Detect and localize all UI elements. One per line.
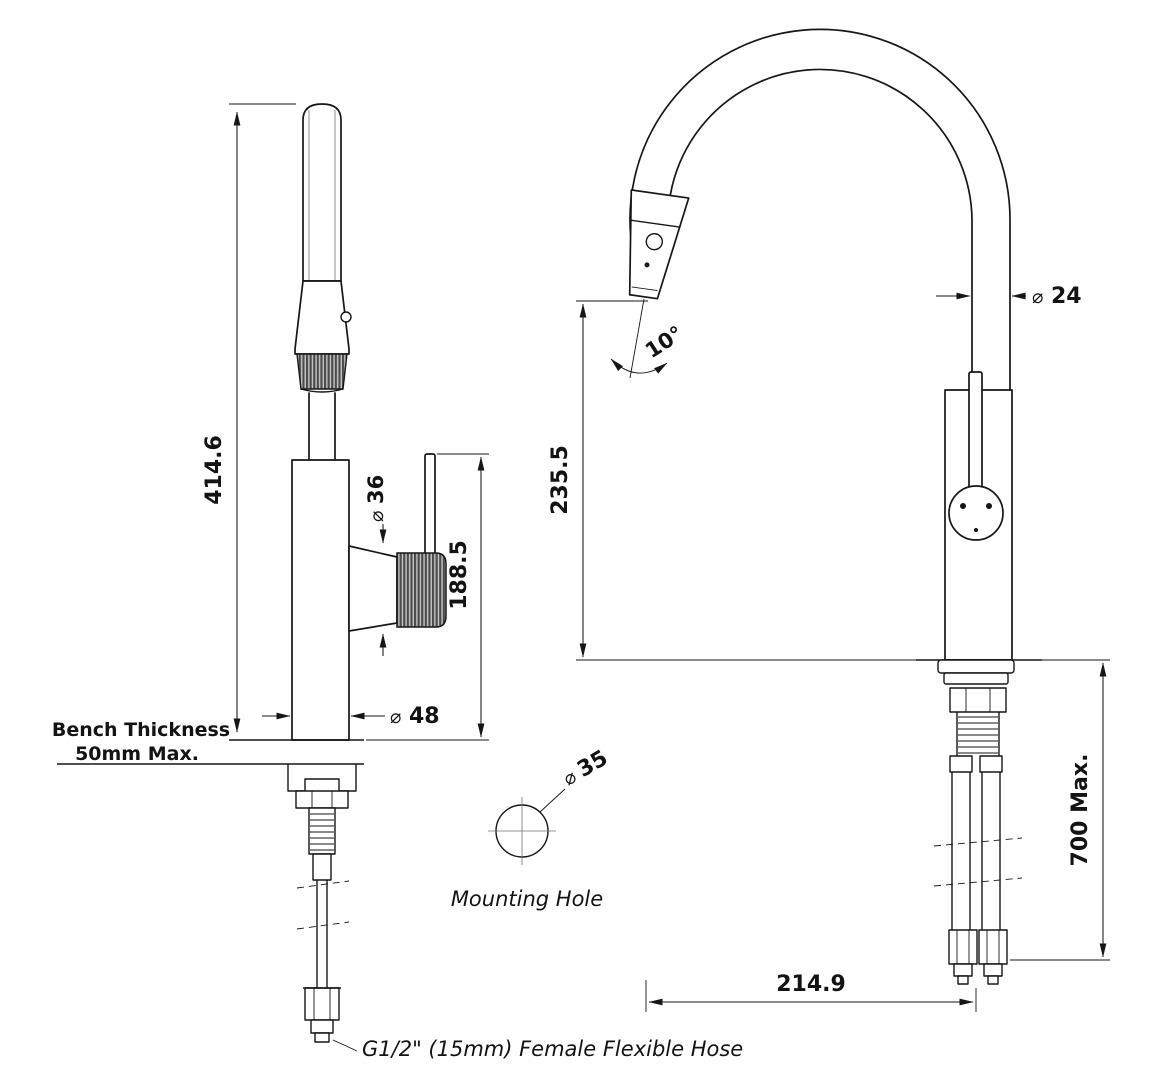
hose-break-line-upper [296, 880, 350, 889]
diameter-icon: ⌀ [366, 511, 388, 522]
gooseneck-inner [667, 68, 973, 392]
dim-spout-reach-value: 214.9 [776, 972, 846, 997]
mounting-hole-leader [539, 788, 566, 813]
dimension-spout-reach: 214.9 [645, 972, 977, 1012]
faucet-body [291, 459, 350, 741]
handle-knurl [396, 552, 447, 628]
dim-spout-height-value: 235.5 [548, 445, 573, 515]
spray-head-dot [644, 262, 650, 268]
hose-note-label: G1/2" (15mm) Female Flexible Hose [362, 1037, 743, 1061]
front-view: 10° [548, 28, 1110, 1012]
front-handle-rod [968, 371, 983, 493]
diameter-icon: ⌀ [1032, 286, 1043, 308]
bench-thickness-label-line2: 50mm Max. [75, 743, 199, 765]
spray-button [340, 311, 352, 323]
dim-overall-height-value: 414.6 [202, 435, 227, 505]
hose-end-nut-right [978, 929, 1008, 985]
handle-branch [348, 545, 398, 632]
spray-head [628, 189, 690, 300]
spray-nozzle-edge [300, 388, 344, 393]
dim-branch-diameter-value: 36 [364, 475, 388, 504]
dim-spout-diameter-value: 24 [1051, 284, 1082, 309]
dimension-overall-height: 414.6 [202, 103, 296, 733]
dimension-spout-diameter: ⌀ 24 [936, 284, 1082, 309]
dimension-spout-height: 235.5 [548, 300, 648, 658]
dim-handle-height-value: 188.5 [447, 540, 472, 610]
spray-cone [294, 280, 350, 355]
thread-lines [310, 813, 334, 851]
front-handle-knob [948, 485, 1004, 541]
bench-thickness-label-line1: Bench Thickness [52, 719, 230, 741]
thread-lines [958, 716, 998, 754]
spray-head-seam [630, 219, 680, 228]
dim-below-bench-value: 700 Max. [1068, 754, 1093, 867]
hose-label-leader [332, 1039, 358, 1052]
spray-head-nozzle-line [631, 286, 658, 292]
hose-break-line-upper [933, 837, 1023, 847]
dim-spray-angle-value: 10° [641, 321, 687, 363]
dim-body-diameter-value: 48 [409, 704, 440, 729]
diameter-icon: ⌀ [390, 706, 401, 728]
dimension-body-diameter: ⌀ 48 [262, 704, 440, 729]
dimension-branch-diameter: ⌀ 36 [364, 475, 388, 656]
side-mounting-hardware [287, 764, 358, 1052]
dimension-handle-height: 188.5 [366, 453, 489, 741]
hose-end-nut-left [948, 929, 978, 985]
spray-head-button [645, 232, 664, 251]
dimension-spray-angle: 10° [610, 298, 687, 379]
spray-knurl-band [296, 353, 348, 390]
knob-hole-bottom [974, 528, 978, 532]
hose-end-nut [303, 987, 341, 1043]
knob-hole-right [986, 503, 992, 509]
dim-mounting-hole-value: 35 [573, 746, 612, 783]
dimension-below-bench: 700 Max. [1010, 662, 1110, 961]
front-mounting-hardware [933, 659, 1023, 985]
knob-hole-left [960, 503, 966, 509]
dimension-mounting-hole: ⌀ 35 [560, 746, 613, 791]
spray-tube [302, 103, 342, 282]
hose-break-line-lower [296, 921, 350, 930]
gooseneck-outer [629, 28, 1011, 392]
hose-break-line-lower [933, 877, 1023, 887]
handle-lever-rod [424, 453, 436, 557]
side-view: 414.6 ⌀ 36 188.5 ⌀ 48 Bench Thickness 50… [52, 103, 743, 1061]
mounting-hole-diagram: ⌀ 35 Mounting Hole [451, 746, 612, 911]
mounting-hole-label: Mounting Hole [451, 887, 603, 911]
